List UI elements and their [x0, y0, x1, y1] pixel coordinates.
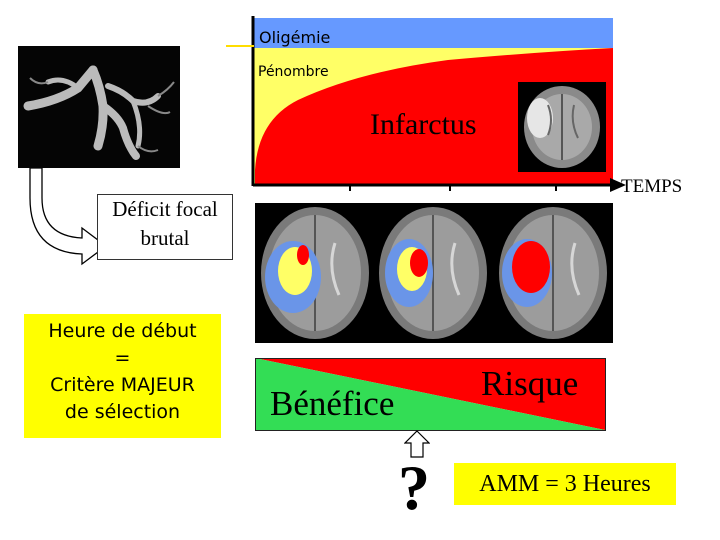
deficit-line-1: Déficit focal	[112, 197, 218, 221]
question-mark: ?	[398, 452, 430, 523]
curved-arrow-icon	[28, 167, 108, 273]
brain-scan-2	[379, 207, 487, 339]
deficit-line-2: brutal	[140, 226, 190, 250]
oligemie-label: Oligémie	[259, 28, 331, 47]
brain-scan-3	[499, 207, 607, 339]
benefice-label: Bénéfice	[270, 384, 395, 423]
benefice-risque-panel	[255, 358, 607, 437]
amm-box: AMM = 3 Heures	[454, 463, 676, 505]
temps-axis-label: TEMPS	[621, 176, 683, 197]
heure-line-3: Critère MAJEUR	[50, 374, 195, 396]
risque-label: Risque	[481, 364, 579, 403]
heure-debut-box: Heure de début = Critère MAJEUR de sélec…	[24, 314, 221, 438]
tissue-evolution-chart	[218, 10, 718, 205]
heure-line-1: Heure de début	[48, 320, 197, 342]
benefice-area	[255, 358, 605, 430]
angiogram-image	[18, 46, 180, 168]
oligemie-band	[253, 18, 613, 48]
up-arrow-icon	[403, 430, 431, 463]
infarct-brain-thumbnail	[518, 82, 606, 172]
deficit-focal-box: Déficit focal brutal	[97, 194, 233, 260]
heure-line-4: de sélection	[64, 401, 181, 423]
brain-scan-series	[255, 203, 613, 343]
heure-line-2: =	[114, 347, 131, 369]
penombre-label: Pénombre	[258, 64, 329, 80]
infarctus-label: Infarctus	[370, 108, 477, 141]
brain-scan-1	[261, 207, 369, 339]
